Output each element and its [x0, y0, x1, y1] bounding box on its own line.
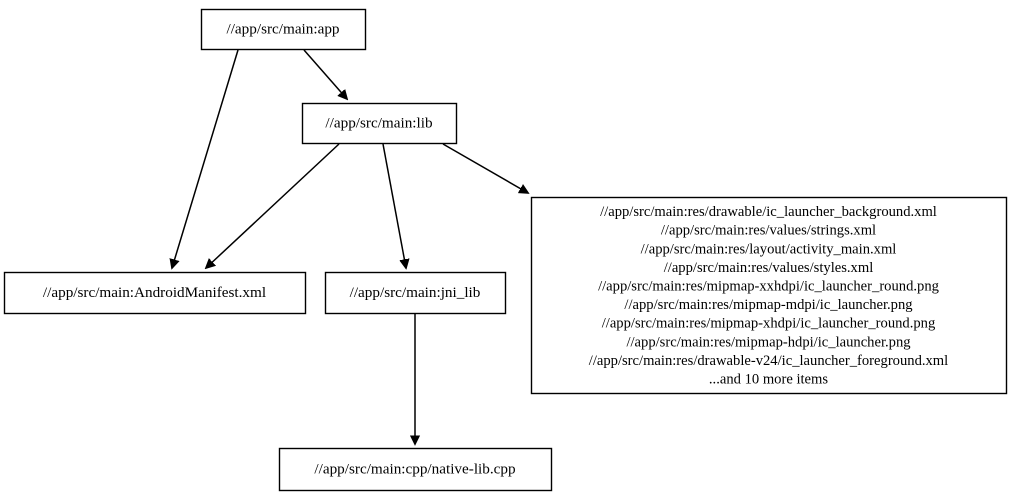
- node-box: [301, 102, 458, 145]
- node-label-line: //app/src/main:res/values/styles.xml: [664, 260, 874, 276]
- node-box: [200, 8, 367, 51]
- node-resources[interactable]: //app/src/main:res/drawable/ic_launcher_…: [530, 196, 1008, 395]
- node-label: //app/src/main:res/drawable/ic_launcher_…: [589, 204, 948, 387]
- node-nativelib[interactable]: //app/src/main:cpp/native-lib.cpp: [278, 447, 553, 492]
- node-box: [530, 196, 1008, 395]
- edge-line: [172, 49, 239, 268]
- node-app[interactable]: //app/src/main:app: [200, 8, 367, 51]
- node-box: [324, 271, 507, 315]
- node-label-line: //app/src/main:res/mipmap-mdpi/ic_launch…: [624, 297, 913, 313]
- edge-line: [303, 49, 347, 99]
- node-box: [278, 447, 553, 492]
- nodes-layer: //app/src/main:app //app/src/main:lib //ap…: [3, 8, 1008, 492]
- node-jni_lib[interactable]: //app/src/main:jni_lib: [324, 271, 507, 315]
- edge-app-to-manifest: [172, 49, 239, 268]
- node-label: //app/src/main:AndroidManifest.xml: [43, 284, 266, 301]
- edge-app-to-lib: [303, 49, 347, 99]
- node-lib[interactable]: //app/src/main:lib: [301, 102, 458, 145]
- edge-line: [442, 143, 528, 193]
- edge-line: [206, 143, 340, 268]
- node-label-line: //app/src/main:res/drawable/ic_launcher_…: [600, 204, 937, 220]
- edges-layer: [172, 49, 528, 444]
- node-label: //app/src/main:lib: [325, 114, 433, 131]
- node-label: //app/src/main:app: [226, 20, 339, 37]
- node-label-line: //app/src/main:res/layout/activity_main.…: [641, 241, 897, 257]
- node-manifest[interactable]: //app/src/main:AndroidManifest.xml: [3, 271, 307, 315]
- node-label-line: ...and 10 more items: [709, 372, 828, 388]
- node-label-line: //app/src/main:res/drawable-v24/ic_launc…: [589, 353, 948, 369]
- node-label-line: //app/src/main:res/values/strings.xml: [661, 223, 876, 239]
- node-label-line: //app/src/main:res/mipmap-xxhdpi/ic_laun…: [598, 279, 940, 295]
- edge-lib-to-resources: [442, 143, 528, 193]
- node-label-line: //app/src/main:res/mipmap-xhdpi/ic_launc…: [602, 316, 936, 332]
- edge-lib-to-manifest: [206, 143, 340, 268]
- edge-lib-to-jni_lib: [382, 143, 406, 268]
- node-label-line: //app/src/main:res/mipmap-hdpi/ic_launch…: [626, 334, 911, 350]
- node-label: //app/src/main:cpp/native-lib.cpp: [314, 460, 515, 477]
- node-box: [3, 271, 307, 315]
- edge-line: [382, 143, 406, 268]
- node-label: //app/src/main:jni_lib: [350, 284, 481, 301]
